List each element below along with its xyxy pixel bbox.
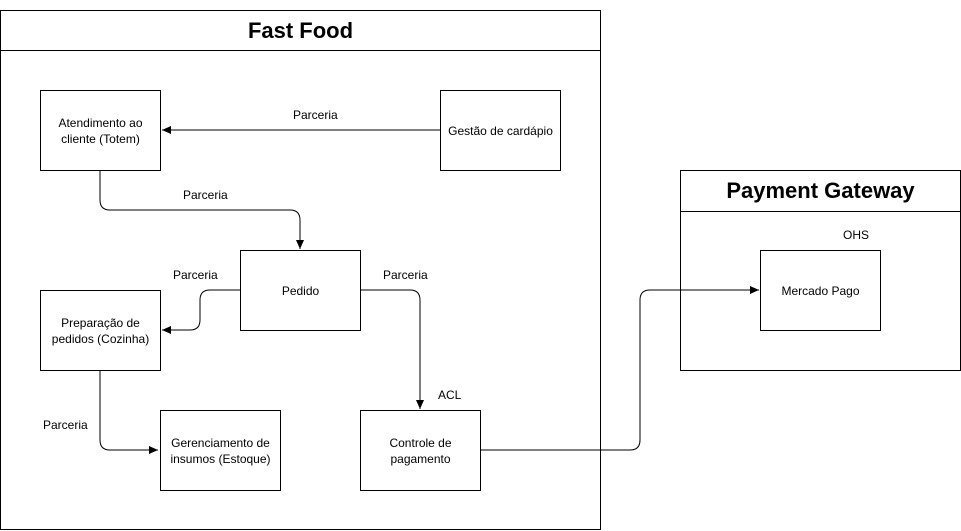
- label-pedido-to-preparacao: Parceria: [173, 268, 218, 282]
- node-controle-label: Controle de pagamento: [389, 435, 452, 466]
- node-mercado-pago: Mercado Pago: [760, 250, 881, 331]
- node-preparacao-pedidos: Preparação de pedidos (Cozinha): [40, 290, 161, 371]
- edge-pedido-to-controle: [360, 289, 424, 409]
- node-gestao-label: Gestão de cardápio: [448, 123, 553, 138]
- node-controle-pagamento: Controle de pagamento: [360, 410, 481, 491]
- node-preparacao-label: Preparação de pedidos (Cozinha): [51, 315, 150, 346]
- label-atendimento-to-pedido: Parceria: [183, 188, 228, 202]
- node-gerenciamento-insumos: Gerenciamento de insumos (Estoque): [160, 410, 281, 491]
- label-gestao-to-atendimento: Parceria: [293, 108, 338, 122]
- edge-pedido-to-preparacao: [162, 289, 240, 334]
- node-pedido-label: Pedido: [281, 283, 320, 298]
- edge-preparacao-to-gerenciamento: [99, 370, 158, 454]
- label-acl: ACL: [438, 388, 462, 402]
- node-gerenciamento-label: Gerenciamento de insumos (Estoque): [170, 435, 271, 466]
- node-gestao-cardapio: Gestão de cardápio: [440, 90, 561, 171]
- edge-controle-to-mercado-pago: [480, 286, 759, 451]
- label-preparacao-to-gerenciamento: Parceria: [43, 418, 88, 432]
- edge-atendimento-to-pedido: [99, 170, 304, 249]
- label-ohs: OHS: [843, 228, 870, 242]
- node-atendimento-label: Atendimento ao cliente (Totem): [58, 115, 143, 146]
- node-pedido: Pedido: [240, 250, 361, 331]
- payment-gateway-title: Payment Gateway: [681, 171, 960, 212]
- fast-food-title: Fast Food: [1, 11, 600, 51]
- label-pedido-to-controle: Parceria: [383, 268, 428, 282]
- node-atendimento-cliente: Atendimento ao cliente (Totem): [40, 90, 161, 171]
- node-mercado-pago-label: Mercado Pago: [781, 283, 860, 298]
